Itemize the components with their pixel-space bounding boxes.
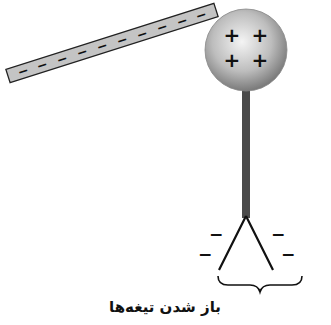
rod-outline bbox=[6, 3, 218, 82]
metal-stem bbox=[242, 88, 250, 218]
metal-sphere: + + + + bbox=[204, 8, 288, 92]
charge-sign: − bbox=[281, 246, 295, 263]
charge-sign: + bbox=[252, 50, 269, 70]
bracket bbox=[218, 276, 302, 292]
charge-sign: + bbox=[252, 25, 269, 45]
charge-sign: + bbox=[224, 25, 241, 45]
charge-sign: − bbox=[198, 246, 212, 263]
charge-sign: + bbox=[224, 50, 241, 70]
sphere-shape bbox=[204, 8, 288, 92]
metal-leaves bbox=[219, 216, 273, 270]
caption-label: باز شدن تیغه‌ها bbox=[109, 300, 221, 315]
charged-rod: −−−−−−−−−− bbox=[0, 0, 230, 95]
charge-sign: − bbox=[271, 226, 285, 243]
charge-sign: − bbox=[209, 226, 223, 243]
sphere-circle bbox=[205, 9, 287, 91]
